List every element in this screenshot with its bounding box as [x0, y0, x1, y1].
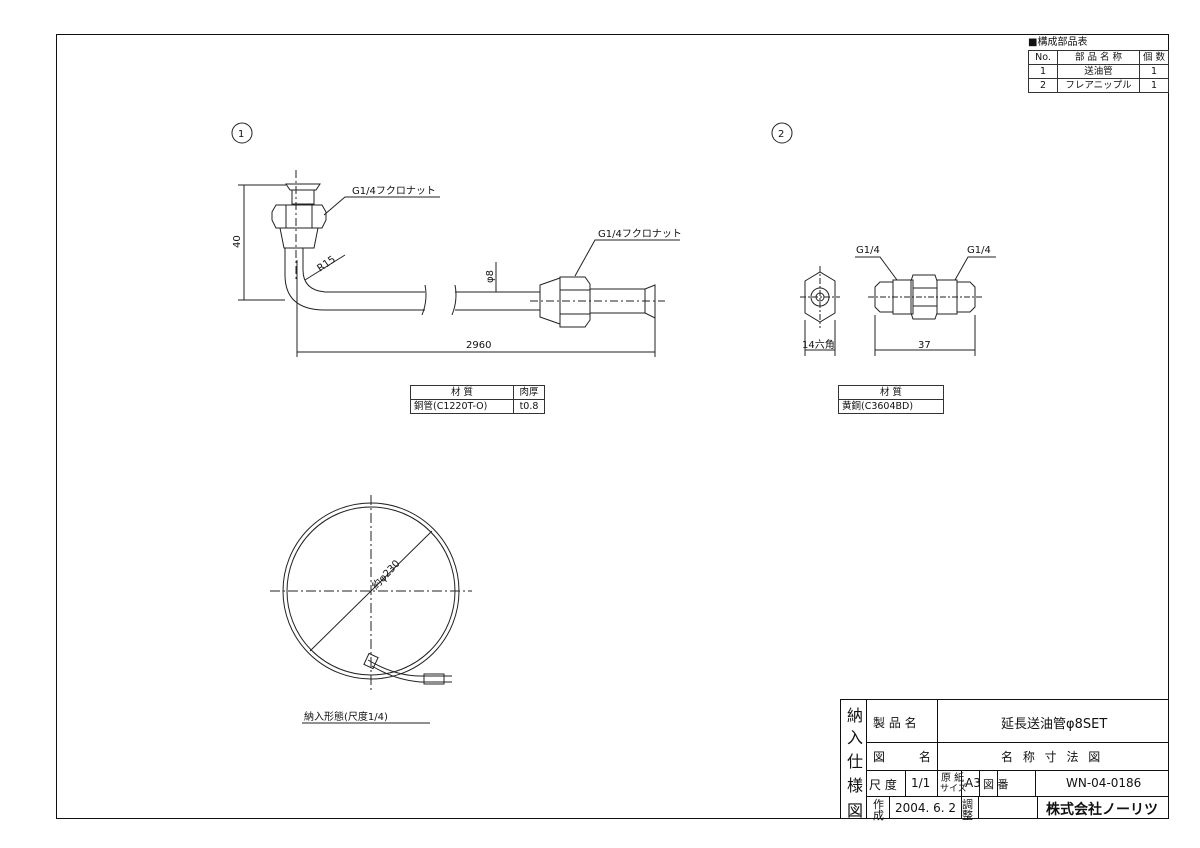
drawing-frame	[56, 34, 1169, 819]
parts-name: フレアニップル	[1057, 78, 1140, 93]
nut-top-label: G1/4フクロナット	[352, 185, 436, 197]
material2-value: 黄銅(C3604BD)	[838, 399, 944, 414]
pipe-cap	[285, 183, 321, 191]
number-label: 図 番	[983, 778, 1009, 791]
material2-header: 材 質	[838, 385, 944, 400]
parts-table-title: ■構成部品表	[1028, 37, 1088, 48]
adjust-label-2: 整	[962, 809, 973, 822]
pipe-top-nut	[271, 204, 327, 229]
part1-callout-circle	[231, 122, 253, 144]
scale-value: 1/1	[911, 776, 931, 790]
pipe-cap-neck	[291, 189, 315, 205]
part2-callout-circle	[771, 122, 793, 144]
side-char-4: 様	[847, 776, 864, 795]
radius-label: R15	[315, 254, 337, 274]
nipple-right-end	[956, 281, 976, 313]
material1-header: 材 質	[410, 385, 514, 400]
company-name: 株式会社ノーリツ	[1046, 802, 1158, 818]
parts-no: 2	[1028, 78, 1058, 93]
coil-caption: 納入形態(尺度1/4)	[304, 710, 388, 723]
parts-table: ■構成部品表 No. 部 品 名 称 個 数 1 送油管 1 2 フレアニップル…	[1028, 36, 1170, 93]
material1-thickness: t0.8	[513, 399, 545, 414]
height-dim-text: 40	[232, 235, 243, 248]
parts-qty: 1	[1138, 78, 1170, 93]
material1-thickness-header: 肉厚	[513, 385, 545, 400]
material-table-2: 材 質 黄銅(C3604BD)	[838, 385, 944, 414]
paper-size: A3	[965, 776, 981, 790]
nipple-left-label: G1/4	[856, 245, 880, 256]
nut-right-leader	[574, 239, 680, 277]
coil-dia-line	[309, 530, 433, 652]
side-char-2: 入	[847, 728, 864, 747]
paper-label-2: サイズ	[940, 784, 967, 794]
length-dim-text: 2960	[466, 340, 491, 351]
side-char-5: 図	[847, 801, 864, 820]
side-char-3: 仕	[847, 752, 864, 771]
part2-callout-text: 2	[778, 129, 784, 140]
dia-label: φ8	[485, 270, 496, 283]
part1-callout-text: 1	[238, 129, 244, 140]
side-char-1: 納	[847, 706, 864, 725]
drawing-label: 図 名	[873, 750, 931, 764]
nipple-hex-side-view	[910, 274, 938, 320]
hex-dim-text: 14六角	[802, 339, 835, 351]
drawing-number: WN-04-0186	[1066, 776, 1142, 790]
nut-top-leader	[323, 196, 440, 216]
coil-dia-label: 約φ230	[369, 557, 403, 592]
made-label-2: 成	[873, 809, 884, 822]
pipe-top-nut-taper	[279, 227, 319, 249]
adjust-label-1: 調	[962, 798, 973, 811]
product-name: 延長送油管φ8SET	[1001, 717, 1108, 732]
pipe-bend-outer	[284, 248, 425, 311]
coil-pipe-end	[371, 665, 452, 683]
pipe-bend-inner	[302, 248, 425, 293]
parts-table-header-row: No. 部 品 名 称 個 数	[1028, 50, 1170, 65]
nipple-right-leader	[954, 256, 996, 281]
nipple-left-leader	[855, 256, 898, 281]
paper-label-1: 原 紙	[941, 773, 965, 784]
material-table-1: 材 質 肉厚 銅管(C1220T-O) t0.8	[410, 385, 545, 414]
drawing-name: 名 称 寸 法 図	[1001, 750, 1101, 764]
made-label-1: 作	[873, 798, 884, 811]
nut-right-label: G1/4フクロナット	[598, 228, 682, 240]
nipple-right-label: G1/4	[967, 245, 991, 256]
product-label: 製 品 名	[873, 716, 917, 730]
table-row: 2 フレアニップル 1	[1028, 78, 1170, 93]
title-block: 納 入 仕 様 図 製 品 名 延長送油管φ8SET 図 名 名 称 寸 法 図…	[840, 699, 1169, 822]
date-value: 2004. 6. 2	[895, 801, 957, 815]
nipple-length-dim-text: 37	[918, 340, 931, 351]
pipe-right-nut	[559, 276, 591, 328]
material1-value: 銅管(C1220T-O)	[410, 399, 514, 414]
scale-label: 尺 度	[869, 778, 897, 792]
